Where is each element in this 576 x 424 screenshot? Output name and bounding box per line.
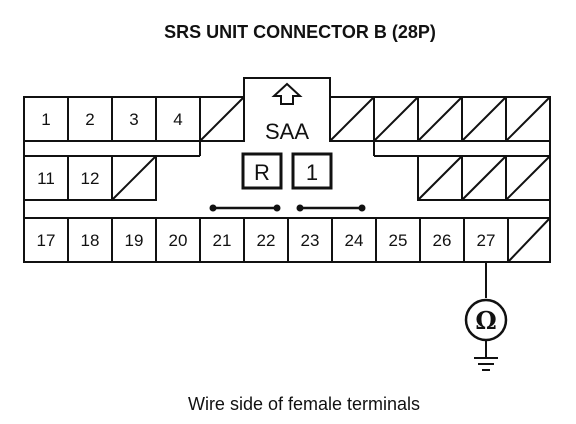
pin-4-label: 4	[173, 110, 182, 129]
pin-3-label: 3	[129, 110, 138, 129]
pin-27-label: 27	[477, 231, 496, 250]
lock-area: SAA	[265, 82, 309, 144]
pin-17-label: 17	[37, 231, 56, 250]
center-boxes: R 1	[241, 152, 333, 190]
box-1-label: 1	[306, 160, 318, 185]
bottom-row-labels: 17 18 19 20 21 22 23 24 25 26 27	[37, 231, 496, 250]
pin-2-label: 2	[85, 110, 94, 129]
pin-11-label: 11	[37, 169, 55, 188]
top-row-labels: 1 2 3 4	[41, 110, 182, 129]
bottom-row	[23, 217, 551, 263]
pin-21-label: 21	[213, 231, 232, 250]
diagram-title: SRS UNIT CONNECTOR B (28P)	[164, 22, 436, 42]
ohmmeter-connection: Ω	[464, 262, 508, 371]
arrow-up-icon	[271, 82, 303, 105]
pin-20-label: 20	[169, 231, 188, 250]
pin-12-label: 12	[81, 169, 100, 188]
middle-row-labels: 11 12	[37, 169, 99, 188]
pin-25-label: 25	[389, 231, 408, 250]
pin-23-label: 23	[301, 231, 320, 250]
pin-22-label: 22	[257, 231, 276, 250]
pin-26-label: 26	[433, 231, 452, 250]
pin-1-label: 1	[41, 110, 50, 129]
top-row	[23, 96, 551, 142]
middle-row	[23, 155, 551, 201]
box-r-label: R	[254, 160, 270, 185]
pin-19-label: 19	[125, 231, 144, 250]
pin-24-label: 24	[345, 231, 364, 250]
lock-label: SAA	[265, 119, 309, 144]
pin-18-label: 18	[81, 231, 100, 250]
shorting-bars	[209, 204, 366, 212]
ground-icon	[474, 357, 498, 371]
diagram-caption: Wire side of female terminals	[188, 394, 420, 414]
ohmmeter-symbol: Ω	[475, 306, 496, 335]
